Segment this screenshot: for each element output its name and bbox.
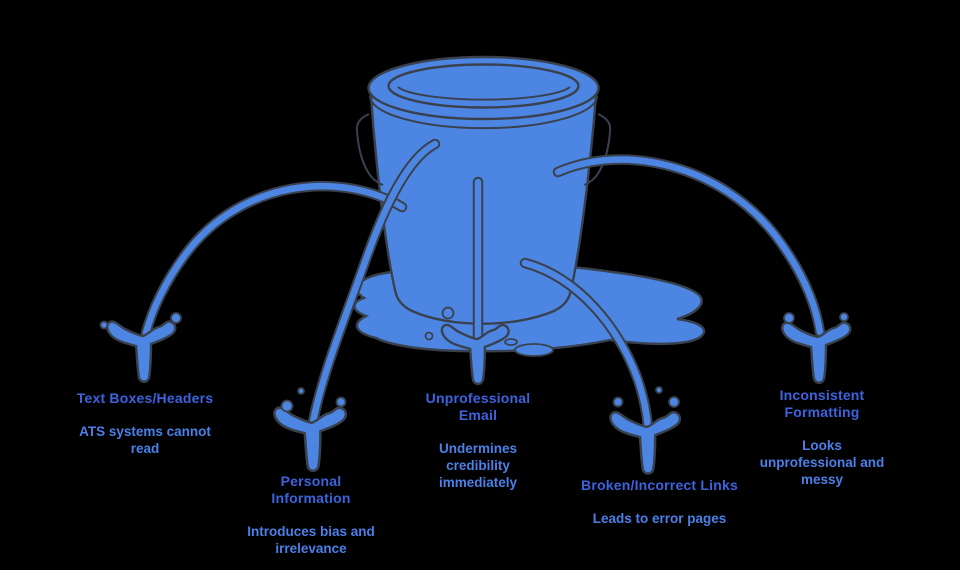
bucket-handle-right [583,113,612,186]
leak-title: Personal Information [271,473,351,506]
stream-broken-links [519,257,654,434]
leak-title: Text Boxes/Headers [76,390,214,406]
puddle-blob [514,343,554,357]
water-streams [140,138,826,434]
leak-desc: Introduces bias and irrelevance [247,524,375,556]
splash-droplets [99,312,849,413]
stream-text-boxes-headers [140,180,408,339]
bucket-water-line [397,86,571,101]
leak-title: Broken/Incorrect Links [581,477,738,493]
stream-inconsistent-formatting [552,154,826,338]
puddle-blob-small [504,338,518,346]
leak-desc: ATS systems cannot read [79,424,211,456]
leak-desc: Undermines credibility immediately [438,441,518,490]
bucket-hole [441,306,455,320]
bucket-handle-left [355,113,384,186]
leak-title: Inconsistent Formatting [779,387,865,420]
leak-label-personal-information: Personal Information Introduces bias and… [231,473,391,557]
leak-label-text-boxes-headers: Text Boxes/Headers ATS systems cannot re… [55,390,235,457]
leak-desc: Leads to error pages [592,511,727,526]
leak-label-unprofessional-email: Unprofessional Email Undermines credibil… [398,390,558,491]
leak-label-broken-links: Broken/Incorrect Links Leads to error pa… [562,477,757,527]
leak-title: Unprofessional Email [425,390,531,423]
leak-desc: Looks unprofessional and messy [759,438,885,487]
bucket-rim-band [369,95,598,130]
leak-label-inconsistent-formatting: Inconsistent Formatting Looks unprofessi… [732,387,912,488]
stream-personal-information [307,138,441,428]
bucket-opening [387,63,580,109]
